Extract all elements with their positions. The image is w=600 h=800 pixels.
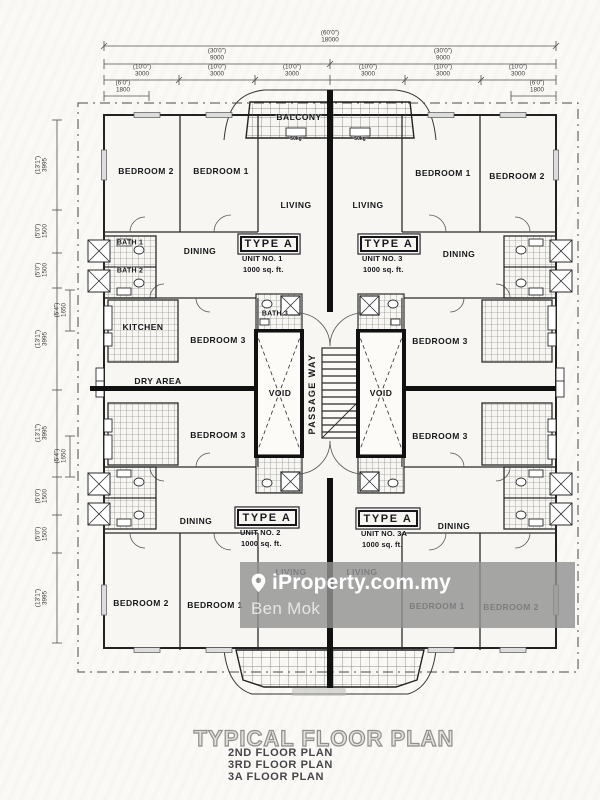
unit-area-unit3: 1000 sq. ft. xyxy=(363,265,404,274)
type-box-unit2: TYPE A xyxy=(237,509,297,526)
room-label-passage-way: PASSAGE WAY xyxy=(307,353,317,435)
plan-title: TYPICAL FLOOR PLAN xyxy=(193,725,455,751)
floor-line-3rd: 3RD FLOOR PLAN xyxy=(228,759,333,771)
room-label-bedroom3-unit3a: BEDROOM 3 xyxy=(412,431,468,441)
scan-artifact xyxy=(292,688,346,696)
dim-bay-5: (10'0")3000 xyxy=(433,63,453,78)
room-label-dining-unit2: DINING xyxy=(179,516,213,526)
dim-overall-width-ft: (60'0") xyxy=(320,29,340,37)
room-label-balcony: BALCONY xyxy=(276,112,322,122)
dim-bay-1: (10'0")3000 xyxy=(132,63,152,78)
type-box-unit1: TYPE A xyxy=(240,236,298,252)
watermark-agent: Ben Mok xyxy=(251,599,321,618)
dim-side-5: (13'1")3995 xyxy=(34,423,49,443)
floor-line-2nd: 2ND FLOOR PLAN xyxy=(228,747,333,759)
room-label-void-left: VOID xyxy=(268,388,292,398)
dim-overall-width: (60'0") 18000 xyxy=(321,30,339,45)
room-label-dining-unit1: DINING xyxy=(183,246,217,256)
room-label-bedroom3-unit3: BEDROOM 3 xyxy=(412,336,468,346)
location-pin-icon xyxy=(251,573,266,593)
room-label-dining-unit3a: DINING xyxy=(437,521,471,531)
dim-side-2: (5'0")1500 xyxy=(34,223,49,239)
dim-bay-6: (10'0")3000 xyxy=(508,63,528,78)
room-label-bedroom1-unit3: BEDROOM 1 xyxy=(415,168,471,178)
dim-side-offset-top: (5'4")1650 xyxy=(53,302,68,318)
dim-side-offset-bottom: (5'4")1650 xyxy=(53,448,68,464)
room-label-bedroom2-unit1: BEDROOM 2 xyxy=(118,166,174,176)
dim-half-width-right: (30'0")9000 xyxy=(433,47,453,62)
dim-bay-3: (10'0")3000 xyxy=(282,63,302,78)
room-label-bedroom2-unit2: BEDROOM 2 xyxy=(113,598,169,608)
type-box-unit3: TYPE A xyxy=(360,236,418,252)
unit-area-unit3a: 1000 sq. ft. xyxy=(362,540,403,549)
room-label-kitchen-unit1: KITCHEN xyxy=(122,322,164,332)
room-label-living-unit1: LIVING xyxy=(280,200,312,210)
dim-side-1: (13'1")3995 xyxy=(34,155,49,175)
unit-no-unit3: UNIT NO. 3 xyxy=(362,254,403,263)
room-label-bedroom2-unit3: BEDROOM 2 xyxy=(489,171,545,181)
dim-overall-width-mm: 18000 xyxy=(321,37,339,44)
dim-bay-2: (10'0")3000 xyxy=(207,63,227,78)
room-label-living-unit3: LIVING xyxy=(352,200,384,210)
dim-half-width-left: (30'0")9000 xyxy=(207,47,227,62)
watermark-band: iProperty.com.my Ben Mok xyxy=(240,562,575,628)
dim-edge-left: (6'0")1800 xyxy=(115,79,131,94)
watermark-brand: iProperty.com.my xyxy=(251,571,575,595)
unit-area-unit1: 1000 sq. ft. xyxy=(243,265,284,274)
unit-no-unit3a: UNIT NO. 3A xyxy=(361,529,408,538)
load-tag-left: 50kg xyxy=(290,136,302,142)
room-label-bath1-unit1: BATH 1 xyxy=(116,239,144,247)
dim-side-6: (5'0")1500 xyxy=(34,488,49,504)
room-label-bath2-unit1: BATH 2 xyxy=(116,267,144,275)
unit-area-unit2: 1000 sq. ft. xyxy=(241,539,282,548)
dim-edge-right: (6'0")1800 xyxy=(529,79,545,94)
room-label-bedroom1-unit2: BEDROOM 1 xyxy=(187,600,243,610)
dim-side-3: (5'0")1500 xyxy=(34,262,49,278)
watermark-brand-text: iProperty.com.my xyxy=(272,571,452,594)
room-label-bath3-unit1: BATH 3 xyxy=(261,310,289,318)
room-label-bedroom3-unit2: BEDROOM 3 xyxy=(190,430,246,440)
floor-line-3a: 3A FLOOR PLAN xyxy=(228,771,325,783)
dim-side-8: (13'1")3995 xyxy=(34,588,49,608)
dim-side-7: (5'0")1500 xyxy=(34,526,49,542)
room-label-bedroom1-unit1: BEDROOM 1 xyxy=(193,166,249,176)
dim-side-4: (13'1")3995 xyxy=(34,329,49,349)
unit-no-unit2: UNIT NO. 2 xyxy=(240,528,281,537)
dim-bay-4: (10'0")3000 xyxy=(358,63,378,78)
room-label-bedroom3-unit1: BEDROOM 3 xyxy=(190,335,246,345)
load-tag-right: 50kg xyxy=(354,136,366,142)
room-label-dining-unit3: DINING xyxy=(442,249,476,259)
type-box-unit3a: TYPE A xyxy=(358,510,418,527)
room-label-void-right: VOID xyxy=(369,388,393,398)
unit-no-unit1: UNIT NO. 1 xyxy=(242,254,283,263)
room-label-dry-area: DRY AREA xyxy=(134,376,182,386)
